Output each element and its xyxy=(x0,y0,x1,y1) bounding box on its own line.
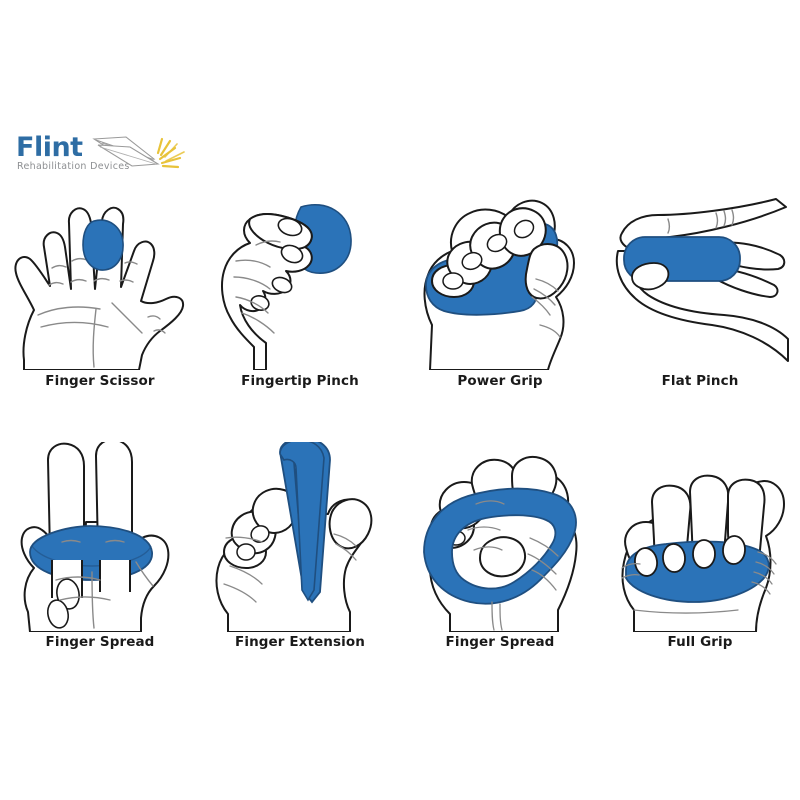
hand-finger-spread-band-illustration xyxy=(20,442,169,632)
exercise-card-finger-spread-band[interactable]: Finger Spread xyxy=(0,442,200,650)
device-egg xyxy=(81,219,124,271)
exercise-card-flat-pinch[interactable]: Flat Pinch xyxy=(600,185,800,389)
flint-spark-logo-icon xyxy=(92,136,185,169)
exercise-label: Power Grip xyxy=(457,373,543,389)
hand-finger-spread-loop-illustration xyxy=(422,456,577,632)
exercise-label: Full Grip xyxy=(667,634,733,650)
device-large-loop xyxy=(422,487,577,605)
exercise-label: Flat Pinch xyxy=(661,373,739,389)
exercise-label: Finger Spread xyxy=(445,634,555,650)
hand-finger-scissor-illustration xyxy=(13,206,184,370)
exercise-card-finger-spread-loop[interactable]: Finger Spread xyxy=(400,442,600,650)
exercise-row: Finger Spread xyxy=(0,442,800,650)
exercise-label: Finger Scissor xyxy=(45,373,155,389)
flint-logo: Flint Rehabilitation Devices xyxy=(14,133,194,181)
exercise-card-full-grip[interactable]: Full Grip xyxy=(600,442,800,650)
device-band-ring xyxy=(28,525,153,581)
hand-finger-extension-illustration xyxy=(214,442,372,632)
exercise-card-finger-scissor[interactable]: Finger Scissor xyxy=(0,185,200,389)
logo-tagline: Rehabilitation Devices xyxy=(17,161,130,172)
logo-wordmark: Flint xyxy=(16,132,83,163)
hand-full-grip-illustration xyxy=(620,474,785,632)
hand-fingertip-pinch-illustration xyxy=(220,204,352,370)
exercise-grid: Finger Scissor xyxy=(0,185,800,650)
exercise-row: Finger Scissor xyxy=(0,185,800,389)
exercise-card-power-grip[interactable]: Power Grip xyxy=(400,185,600,389)
hand-flat-pinch-illustration xyxy=(615,198,789,362)
hand-power-grip-illustration xyxy=(423,199,575,370)
exercise-label: Finger Extension xyxy=(235,634,365,650)
exercise-label: Finger Spread xyxy=(45,634,155,650)
exercise-card-finger-extension[interactable]: Finger Extension xyxy=(200,442,400,650)
device-u-loop-shade xyxy=(278,442,325,602)
exercise-card-fingertip-pinch[interactable]: Fingertip Pinch xyxy=(200,185,400,389)
exercise-label: Fingertip Pinch xyxy=(241,373,359,389)
